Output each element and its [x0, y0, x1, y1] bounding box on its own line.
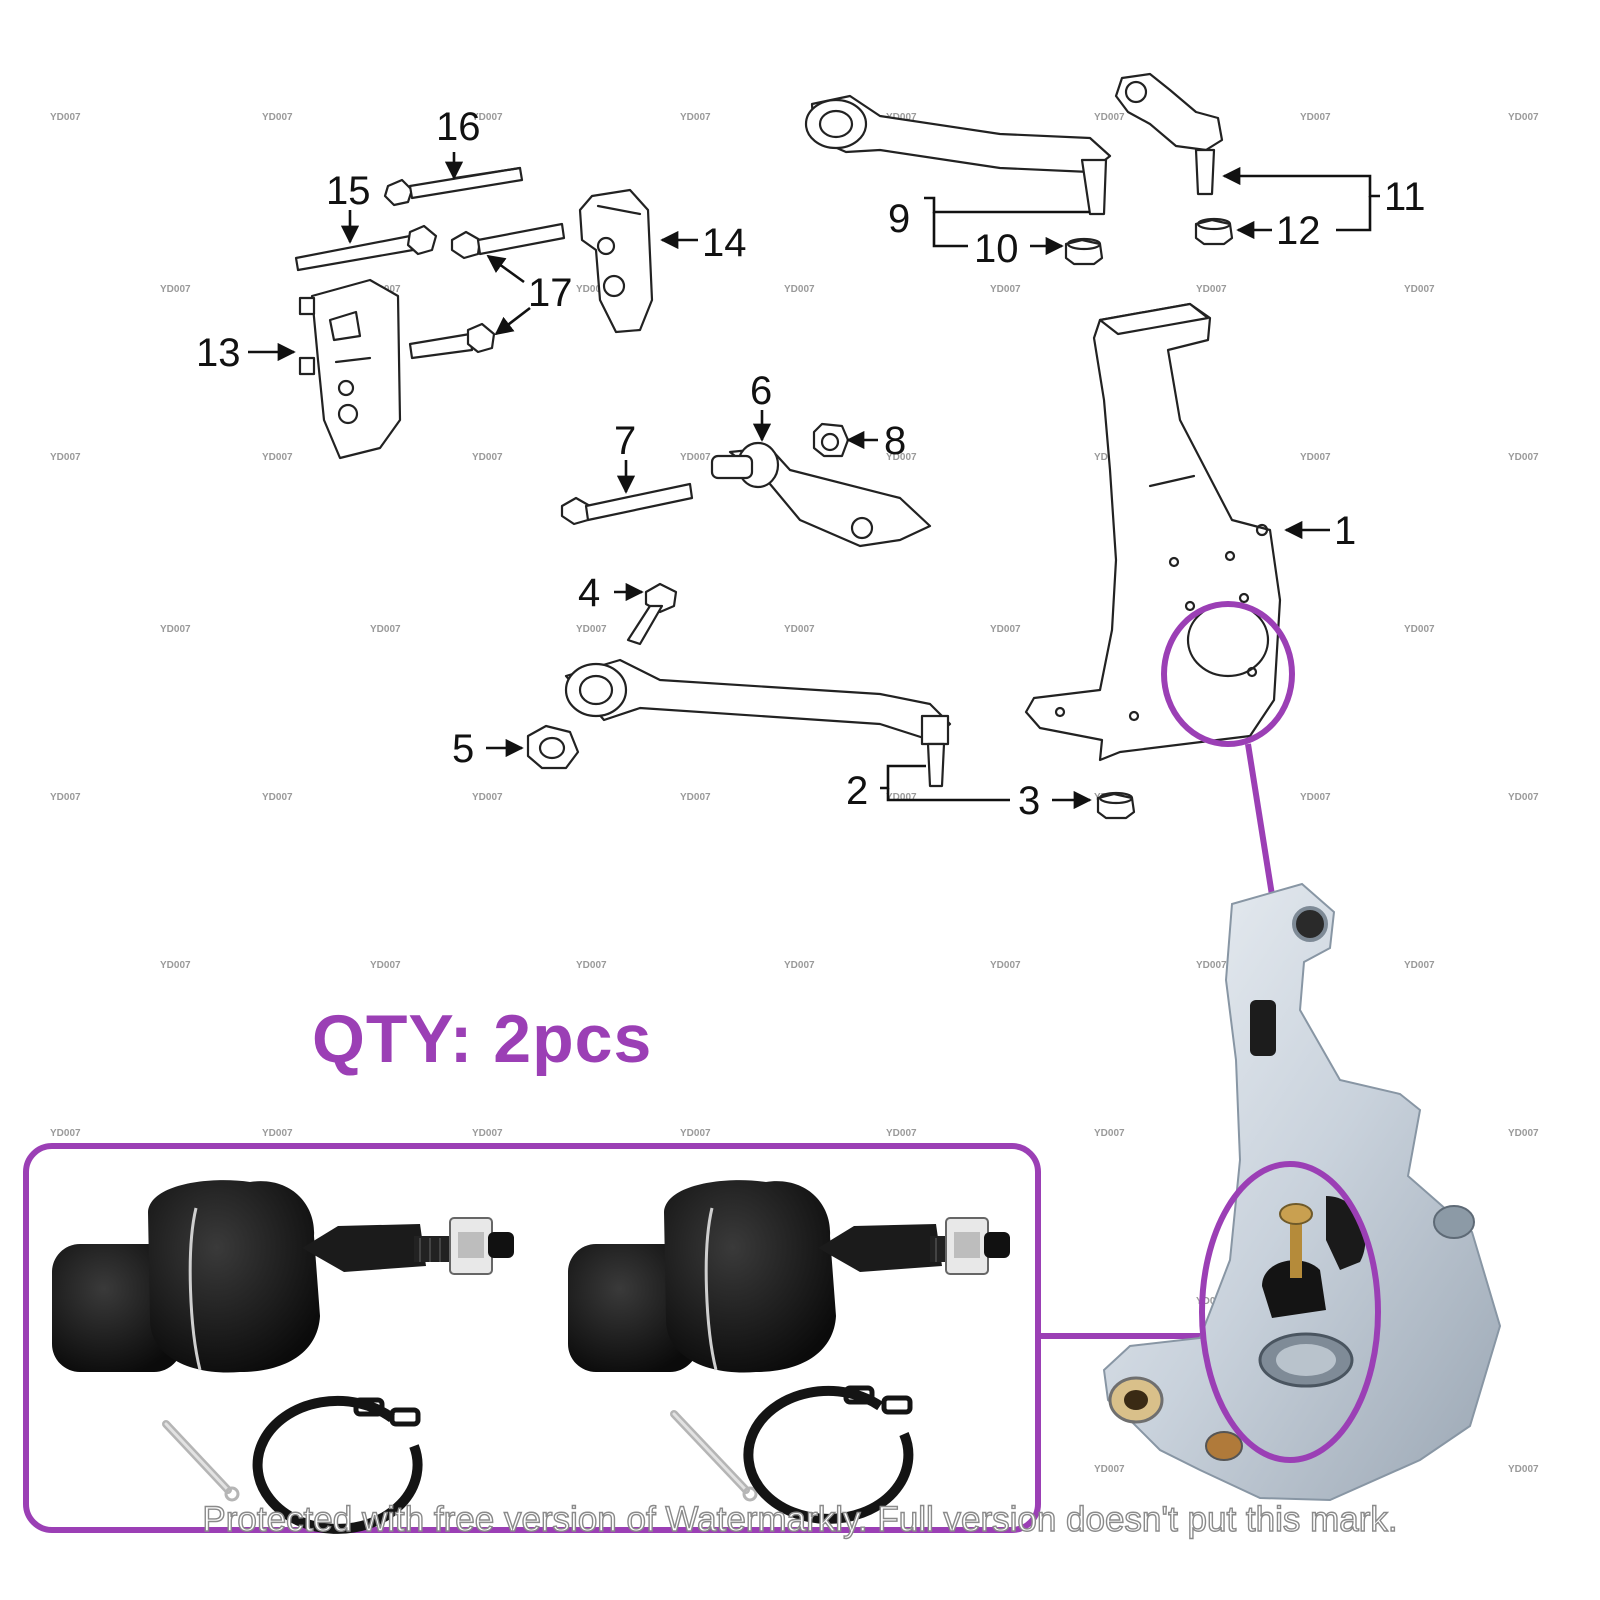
watermark-text: YD007: [576, 284, 607, 295]
part-14-bracket: [578, 188, 654, 334]
part-17-bolt-lower: [408, 322, 496, 360]
watermark-text: YD007: [1508, 1464, 1539, 1475]
part-8-nut: [812, 422, 850, 458]
watermark-text: YD007: [50, 112, 81, 123]
watermark-text: YD007: [680, 112, 711, 123]
watermark-text: YD007: [680, 452, 711, 463]
watermark-text: YD007: [1094, 112, 1125, 123]
watermark-text: YD007: [576, 624, 607, 635]
callout-2: 2: [846, 769, 868, 813]
watermark-text: YD007: [1404, 284, 1435, 295]
watermark-text: YD007: [784, 960, 815, 971]
watermark-text: YD007: [1404, 624, 1435, 635]
watermark-text: YD007: [886, 792, 917, 803]
part-16-bolt: [383, 166, 524, 207]
watermark-text: YD007: [784, 624, 815, 635]
callout-10: 10: [974, 227, 1019, 271]
callout-16: 16: [436, 105, 481, 149]
watermark-text: YD007: [1508, 112, 1539, 123]
callout-9: 9: [888, 197, 910, 241]
watermark-text: YD007: [990, 284, 1021, 295]
callout-13: 13: [196, 331, 241, 375]
part-2-lower-arm: [564, 658, 952, 788]
callout-5: 5: [452, 727, 474, 771]
photo-highlight-circle: [1199, 1161, 1381, 1463]
callout-4: 4: [578, 571, 600, 615]
watermark-text: YD007: [370, 624, 401, 635]
watermark-text: YD007: [262, 112, 293, 123]
watermark-text: YD007: [50, 1128, 81, 1139]
part-12-cap: [1194, 217, 1234, 246]
watermark-text: YD007: [784, 284, 815, 295]
watermark-text: YD007: [160, 624, 191, 635]
watermark-text: YD007: [1404, 960, 1435, 971]
watermark-text: YD007: [472, 1128, 503, 1139]
watermark-text: YD007: [1196, 960, 1227, 971]
ball-joint-product-1: [52, 1180, 514, 1534]
watermark-text: YD007: [50, 452, 81, 463]
callout-17a: 17: [528, 271, 573, 315]
watermark-text: YD007: [886, 112, 917, 123]
watermark-text: YD007: [1508, 1128, 1539, 1139]
part-3-cap: [1096, 791, 1136, 820]
watermark-text: YD007: [990, 960, 1021, 971]
watermark-text: YD007: [472, 112, 503, 123]
watermark-text: YD007: [886, 1128, 917, 1139]
part-15-bolt: [294, 224, 438, 272]
watermark-text: YD007: [1196, 284, 1227, 295]
watermark-text: YD007: [370, 960, 401, 971]
watermark-text: YD007: [472, 452, 503, 463]
callout-12: 12: [1276, 209, 1321, 253]
watermark-text: YD007: [1094, 1128, 1125, 1139]
part-1-knuckle: [1024, 302, 1282, 762]
watermarkly-footer: Protected with free version of Watermark…: [202, 1499, 1399, 1539]
watermark-text: YD007: [680, 792, 711, 803]
part-10-cap: [1064, 237, 1104, 266]
diagram-highlight-circle: [1161, 601, 1295, 747]
part-5-nut: [526, 724, 580, 770]
watermark-text: YD007: [160, 284, 191, 295]
watermark-text: YD007: [1508, 452, 1539, 463]
watermark-text: YD007: [1300, 452, 1331, 463]
part-7-bolt: [560, 482, 694, 526]
callout-7: 7: [614, 419, 636, 463]
part-13-bracket: [298, 278, 402, 460]
watermark-text: YD007: [990, 624, 1021, 635]
watermark-text: YD007: [1196, 1296, 1227, 1307]
callout-3: 3: [1018, 779, 1040, 823]
watermark-text: YD007: [262, 792, 293, 803]
watermark-text: YD007: [1300, 792, 1331, 803]
part-17-bolt-upper: [450, 222, 566, 260]
watermark-text: YD007: [262, 1128, 293, 1139]
callout-11: 11: [1384, 175, 1426, 219]
callout-6: 6: [750, 369, 772, 413]
watermark-text: YD007: [576, 960, 607, 971]
watermark-text: YD007: [1094, 1464, 1125, 1475]
watermark-text: YD007: [680, 1128, 711, 1139]
watermark-text: YD007: [886, 452, 917, 463]
part-9-upper-arm: [804, 94, 1112, 216]
watermark-text: YD007: [50, 792, 81, 803]
callout-14: 14: [702, 221, 747, 265]
callout-1: 1: [1334, 509, 1356, 553]
callout-8: 8: [884, 419, 906, 463]
watermark-text: YD007: [262, 452, 293, 463]
watermark-text: YD007: [1508, 792, 1539, 803]
ball-joint-product-2: [568, 1180, 1010, 1524]
part-6-arm: [710, 441, 932, 548]
part-4-bolt: [626, 582, 678, 646]
callout-numbers: 16 15 14 17 13 6 8 7 4 5 1 2 3 9 10 11 1…: [196, 105, 1426, 823]
watermark-text: YD007: [1300, 112, 1331, 123]
watermark-text: YD007: [472, 792, 503, 803]
callout-arrows: [248, 152, 1380, 810]
callout-15: 15: [326, 169, 371, 213]
knuckle-photo: [1102, 882, 1502, 1502]
qty-label: QTY: 2pcs: [312, 1001, 653, 1077]
watermark-text: YD007: [160, 960, 191, 971]
part-11-ball-joint: [1114, 72, 1224, 196]
